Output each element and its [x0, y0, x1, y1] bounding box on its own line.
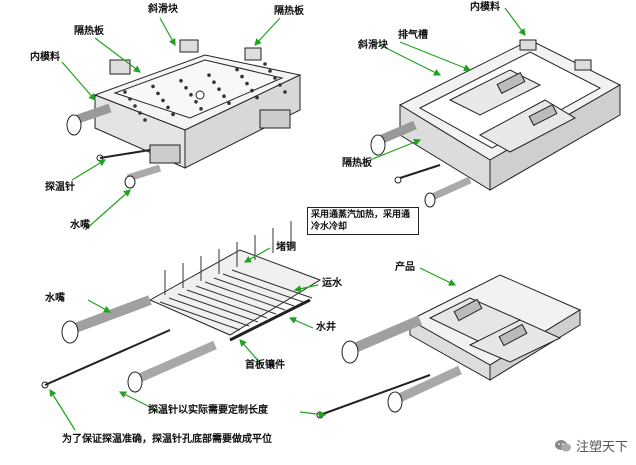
label-slant-slider-top: 斜滑块 [148, 4, 178, 15]
label-water-nozzle-top-left: 水嘴 [70, 220, 90, 231]
plate-hole [245, 81, 249, 86]
label-temp-probe-note: 探温针以实际需要定制长度 [148, 405, 268, 416]
plate-hole [212, 80, 216, 84]
plate-hole [179, 79, 183, 83]
label-product: 产品 [395, 262, 415, 273]
plate-hole [273, 76, 277, 80]
cooling-line [195, 285, 277, 315]
plate-hole [255, 95, 259, 100]
plate-hole [263, 62, 267, 66]
plate-hole [171, 112, 175, 117]
cooling-line [222, 273, 304, 303]
product-panel [316, 274, 582, 419]
label-first-plate-insert: 首板镶件 [245, 360, 285, 371]
plate-hole [235, 67, 239, 72]
cooling-line [168, 297, 250, 327]
plate-hole [189, 93, 193, 97]
plate-hole [138, 111, 142, 115]
plate-hole [240, 74, 244, 79]
plate-hole [184, 86, 188, 90]
plate-hole [199, 107, 203, 111]
exploded-mold-panel [370, 39, 622, 208]
plate-hole [143, 118, 147, 122]
label-temp-probe-top-left: 探温针 [45, 182, 75, 193]
plate-hole [156, 91, 160, 96]
plate-hole [151, 84, 155, 89]
leader-lines [49, 7, 526, 431]
label-vent-groove: 排气槽 [398, 30, 428, 41]
cooling-circuit-panel [41, 221, 322, 393]
label-inner-mold-right: 内模料 [470, 2, 500, 13]
note-steam-heating: 采用通蒸汽加热，采用通冷水冷却 [307, 207, 419, 236]
label-plug-copper: 堵铜 [276, 242, 296, 253]
cooling-line [159, 301, 241, 331]
plate-hole [123, 90, 127, 94]
plate-hole [128, 97, 132, 101]
wechat-icon [554, 439, 571, 451]
plate-hole [278, 83, 282, 87]
watermark-text: 注塑天下 [575, 440, 628, 455]
assembled-mold-panel [66, 39, 302, 189]
plate-hole [133, 104, 137, 108]
plate-hole [161, 98, 165, 103]
cooling-line [213, 277, 295, 307]
plate-hole [250, 88, 254, 93]
label-inner-mold-left: 内模料 [30, 52, 60, 63]
plate-hole [166, 105, 170, 110]
plate-hole [194, 100, 198, 104]
plate-hole [268, 69, 272, 73]
cooling-line [231, 269, 313, 299]
label-slant-slider-right: 斜滑块 [358, 40, 388, 51]
plate-hole [227, 101, 231, 105]
label-bottom-note: 为了保证探温准确，探温针孔底部需要做成平位 [62, 434, 272, 445]
label-heat-insulation-board-top: 隔热板 [274, 6, 304, 17]
plate-hole [217, 87, 221, 91]
label-heat-insulation-board-left: 隔热板 [74, 26, 104, 37]
label-water-nozzle-bottom-left: 水嘴 [45, 293, 65, 304]
label-water-channel: 运水 [322, 278, 342, 289]
cooling-line [177, 293, 259, 323]
cooling-line [204, 281, 286, 311]
cooling-line [186, 289, 268, 319]
plate-hole [207, 73, 211, 77]
label-water-well: 水井 [316, 322, 336, 333]
plate-hole [222, 94, 226, 98]
label-heat-insulation-board-right: 隔热板 [342, 158, 372, 169]
watermark: 注塑天下 [554, 436, 628, 455]
plate-hole [283, 90, 287, 94]
